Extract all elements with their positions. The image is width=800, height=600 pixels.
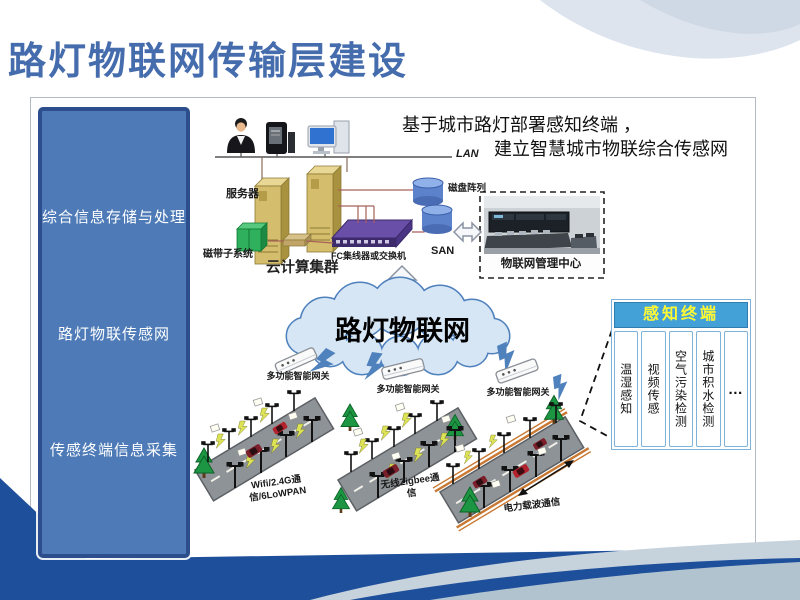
sidebar-item-collection: 传感终端信息采集	[49, 442, 178, 459]
sensing-col-water-level: 城市积水检测	[696, 331, 721, 447]
sensing-panel-title: 感知终端	[614, 302, 748, 328]
slide-note: 基于城市路灯部署感知终端 ， 建立智慧城市物联综合传感网	[402, 113, 728, 162]
gateway-icon	[381, 358, 425, 380]
fc-switch-icon	[330, 218, 414, 249]
gateway-label-3: 多功能智能网关	[486, 387, 550, 397]
disk-array-icon	[412, 177, 444, 206]
iot-cloud-label: 路灯物联网	[335, 316, 470, 346]
page-title: 路灯物联网传输层建设	[8, 41, 409, 83]
gateway-icon	[495, 358, 539, 384]
sidebar-item-storage: 综合信息存储与处理	[42, 209, 187, 226]
sensing-col-ellipsis: …	[723, 331, 749, 447]
slide-note-line1: 基于城市路灯部署感知终端 ，	[402, 115, 641, 135]
cluster-caption: 云计算集群	[266, 260, 339, 276]
sensing-col-video: 视频传感	[641, 331, 666, 447]
footer-waves	[0, 478, 800, 600]
sidebar: 综合信息存储与处理 路灯物联传感网 传感终端信息采集	[38, 107, 190, 558]
sensing-col-temp-humidity: 温湿感知	[614, 331, 639, 447]
header-swoosh	[540, 0, 800, 59]
gateway-label-2: 多功能智能网关	[376, 384, 440, 394]
management-center-label: 物联网管理中心	[500, 258, 582, 270]
server-label: 服务器	[226, 188, 259, 200]
slide-note-line2: 建立智慧城市物联综合传感网	[494, 139, 728, 160]
gateway-label-1: 多功能智能网关	[266, 371, 330, 381]
tape-library-icon	[236, 222, 268, 252]
user-icon	[227, 118, 255, 153]
sensing-col-air-pollution: 空气污染检测	[668, 331, 694, 447]
tape-label: 磁带子系统	[203, 249, 253, 260]
plc-arrow	[518, 460, 574, 496]
sidebar-item-sensor-net: 路灯物联传感网	[57, 326, 170, 343]
desktop-icon	[307, 120, 350, 154]
control-room-photo	[484, 196, 600, 254]
lan-label: LAN	[456, 148, 479, 160]
bidirectional-arrow-icon	[452, 221, 483, 243]
hub-icon	[282, 233, 312, 247]
sensing-panel: 感知终端 温湿感知 视频传感 空气污染检测 城市积水检测 …	[611, 299, 751, 450]
disk-array-icon	[421, 204, 453, 234]
disk-array-label: 磁盘阵列	[448, 183, 487, 194]
gateway-icon	[274, 347, 318, 375]
callout-dashed-line	[578, 329, 613, 439]
sensing-panel-columns: 温湿感知 视频传感 空气污染检测 城市积水检测 …	[614, 331, 749, 447]
cloud-shape	[285, 276, 511, 377]
san-label: SAN	[431, 245, 455, 257]
fc-switch-label: FC集线器或交换机	[331, 251, 406, 261]
kiosk-icon	[266, 122, 295, 154]
